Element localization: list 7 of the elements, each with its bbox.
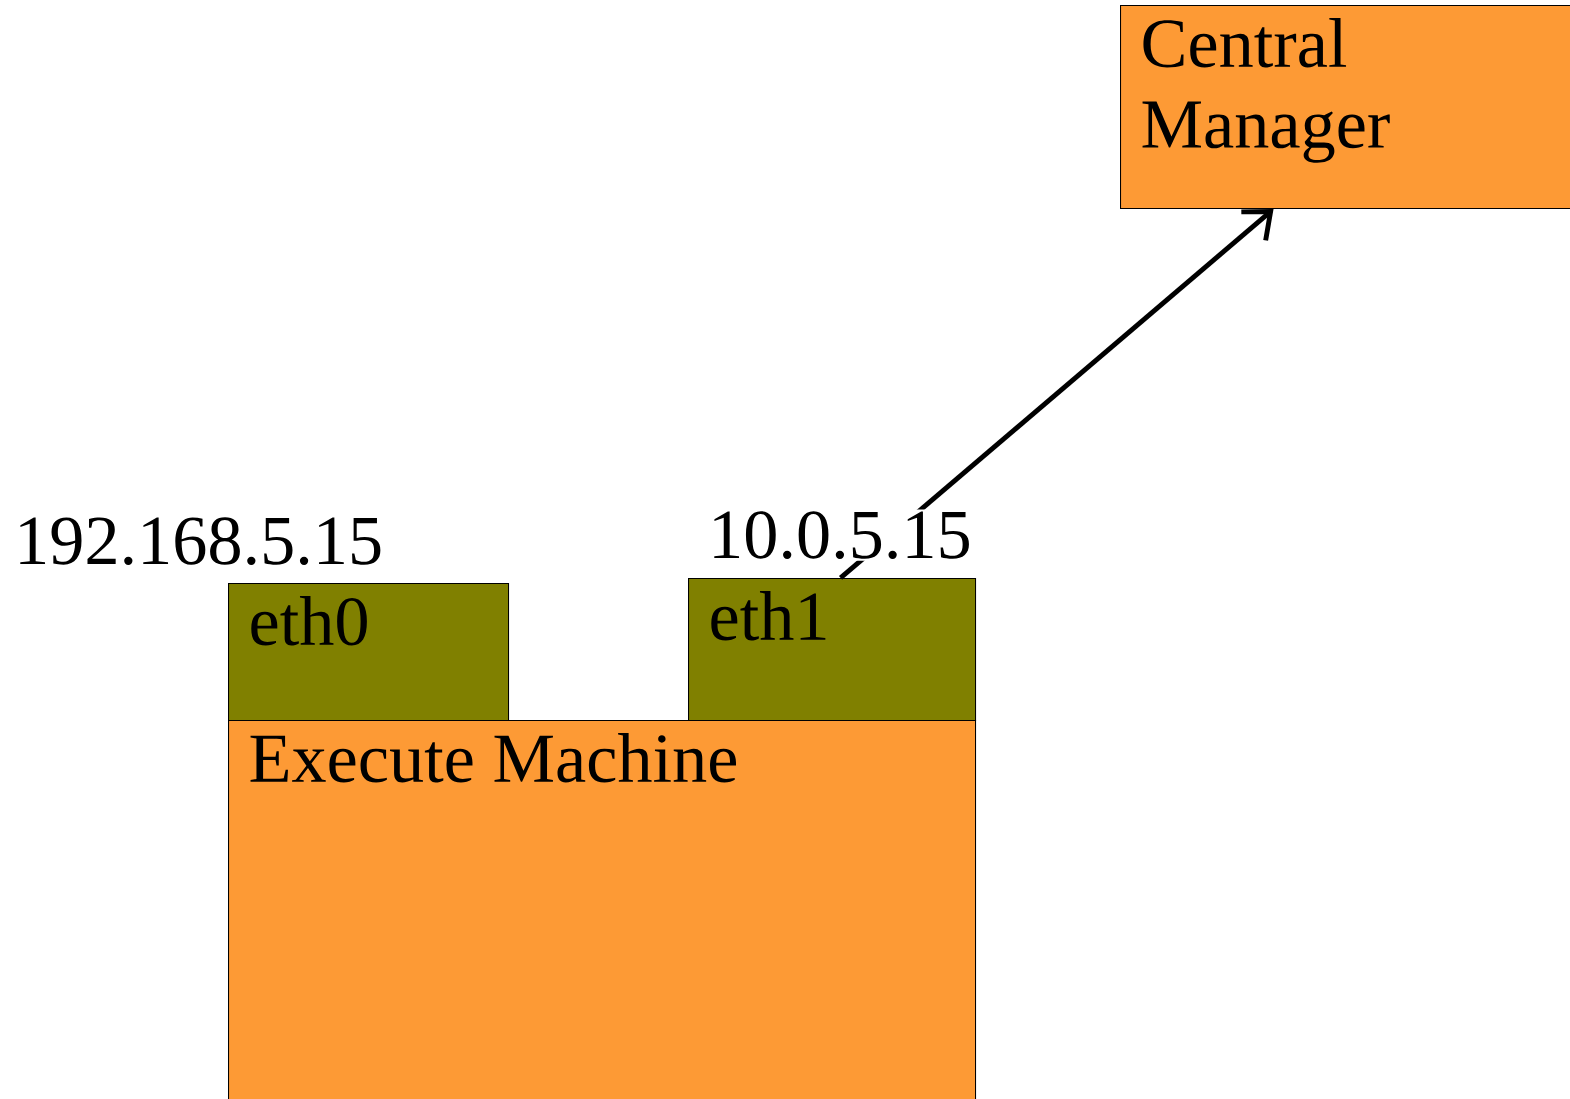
arrow [838,209,1274,580]
machine-box: Execute Machine [228,720,977,1099]
machine-box: Central Manager [1120,5,1570,210]
interface-box: eth1 [688,578,977,722]
ip-address-label: 192.168.5.15 [12,515,385,567]
interface-box: eth0 [228,583,510,722]
ip-address-label: 10.0.5.15 [706,509,974,561]
